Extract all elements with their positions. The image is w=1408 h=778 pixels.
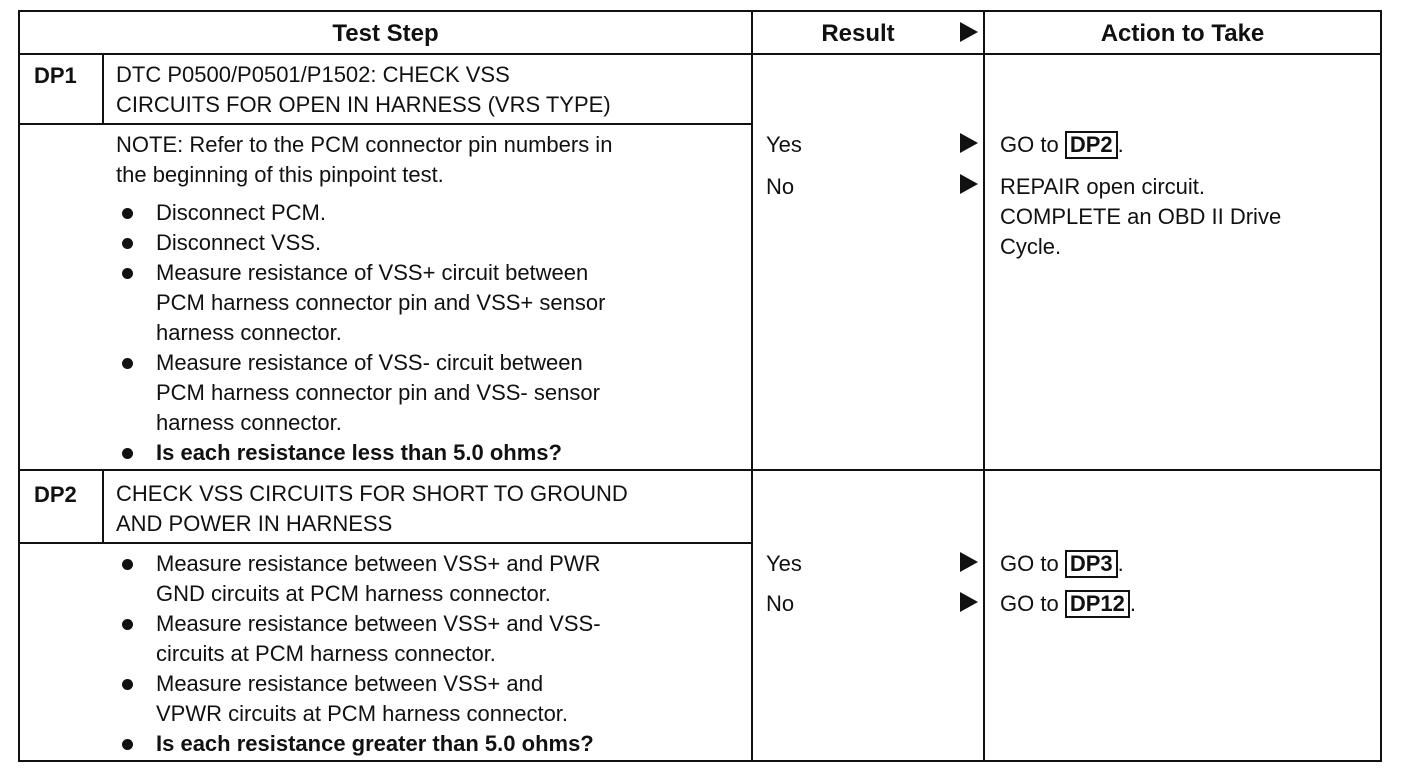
dp1-action-yes-ref[interactable]: DP2 <box>1064 131 1118 159</box>
dp2-title-line1: CHECK VSS CIRCUITS FOR SHORT TO GROUND <box>116 481 628 506</box>
dp1-title-divider <box>20 123 753 125</box>
col-divider-id-dp2 <box>102 470 104 544</box>
dp1-action-yes-suffix: . <box>1117 132 1124 157</box>
dp2-step-1-line2: GND circuits at PCM harness connector. <box>156 581 551 606</box>
dp2-action-no-prefix: GO to <box>1000 591 1059 616</box>
header-test-step: Test Step <box>332 20 439 47</box>
dp1-title-line1: DTC P0500/P0501/P1502: CHECK VSS <box>116 62 510 87</box>
dp1-action-yes: GO to DP2. <box>1000 130 1124 160</box>
dp1-step-3: Measure resistance of VSS+ circuit betwe… <box>116 258 605 348</box>
dp2-title-line2: AND POWER IN HARNESS <box>116 511 393 536</box>
dp1-step-3-line2: PCM harness connector pin and VSS+ senso… <box>156 290 606 315</box>
dp2-action-yes: GO to DP3. <box>1000 549 1124 579</box>
dp2-step-3-line1: Measure resistance between VSS+ and <box>156 671 544 696</box>
dp1-step-1: Disconnect PCM. <box>116 198 605 228</box>
header-arrow-icon <box>960 22 978 42</box>
dp2-step-3: Measure resistance between VSS+ and VPWR… <box>116 669 601 729</box>
dp1-note-line2: the beginning of this pinpoint test. <box>116 162 444 187</box>
dp1-title-line2: CIRCUITS FOR OPEN IN HARNESS (VRS TYPE) <box>116 92 611 117</box>
dp2-result-no: No <box>766 591 795 616</box>
header-result: Result <box>821 20 895 47</box>
dp2-step-1: Measure resistance between VSS+ and PWR … <box>116 549 601 609</box>
dp2-steps: Measure resistance between VSS+ and PWR … <box>116 549 601 759</box>
dp2-action-yes-prefix: GO to <box>1000 551 1059 576</box>
dp1-step-3-line1: Measure resistance of VSS+ circuit betwe… <box>156 260 589 285</box>
dp1-step-4-line1: Measure resistance of VSS- circuit betwe… <box>156 350 583 375</box>
header-action: Action to Take <box>1100 20 1265 47</box>
dp2-action-yes-ref[interactable]: DP3 <box>1064 550 1118 578</box>
dp1-id: DP1 <box>34 63 77 88</box>
dp2-step-3-line2: VPWR circuits at PCM harness connector. <box>156 701 569 726</box>
dp2-no-arrow-icon <box>960 592 978 612</box>
dp1-yes-arrow-icon <box>960 133 978 153</box>
dp1-step-4-line3: harness connector. <box>156 410 342 435</box>
dp1-result-no: No <box>766 174 795 199</box>
dp2-action-no-suffix: . <box>1129 591 1136 616</box>
header-divider <box>20 53 1380 55</box>
dp2-result-yes: Yes <box>766 551 802 576</box>
dp2-action-yes-suffix: . <box>1117 551 1124 576</box>
dp2-action-no: GO to DP12. <box>1000 589 1136 619</box>
col-divider-id-dp1 <box>102 54 104 124</box>
dp1-action-yes-prefix: GO to <box>1000 132 1059 157</box>
col-divider-action <box>983 12 985 760</box>
pinpoint-test-table: Test Step Result Action to Take DP1 DTC … <box>18 10 1382 762</box>
dp2-step-1-line1: Measure resistance between VSS+ and PWR <box>156 551 601 576</box>
dp1-steps: Disconnect PCM. Disconnect VSS. Measure … <box>116 198 605 468</box>
col-divider-result <box>751 12 753 760</box>
dp2-step-4-question: Is each resistance greater than 5.0 ohms… <box>116 729 601 759</box>
dp2-step-2-line2: circuits at PCM harness connector. <box>156 641 496 666</box>
dp1-step-4: Measure resistance of VSS- circuit betwe… <box>116 348 605 438</box>
dp2-step-2-line1: Measure resistance between VSS+ and VSS- <box>156 611 601 636</box>
dp1-step-4-line2: PCM harness connector pin and VSS- senso… <box>156 380 600 405</box>
row-divider <box>20 469 1380 471</box>
dp1-action-no-line2: COMPLETE an OBD II Drive <box>1000 204 1282 229</box>
dp2-step-2: Measure resistance between VSS+ and VSS-… <box>116 609 601 669</box>
dp1-note-line1: NOTE: Refer to the PCM connector pin num… <box>116 132 613 157</box>
dp1-result-yes: Yes <box>766 132 802 157</box>
dp2-title-divider <box>20 542 753 544</box>
dp1-step-2: Disconnect VSS. <box>116 228 605 258</box>
dp1-no-arrow-icon <box>960 174 978 194</box>
dp2-id: DP2 <box>34 482 77 507</box>
dp2-yes-arrow-icon <box>960 552 978 572</box>
dp1-action-no-line1: REPAIR open circuit. <box>1000 174 1206 199</box>
dp2-action-no-ref[interactable]: DP12 <box>1064 590 1130 618</box>
dp1-step-3-line3: harness connector. <box>156 320 342 345</box>
dp1-step-5-question: Is each resistance less than 5.0 ohms? <box>116 438 605 468</box>
dp1-action-no-line3: Cycle. <box>1000 234 1062 259</box>
